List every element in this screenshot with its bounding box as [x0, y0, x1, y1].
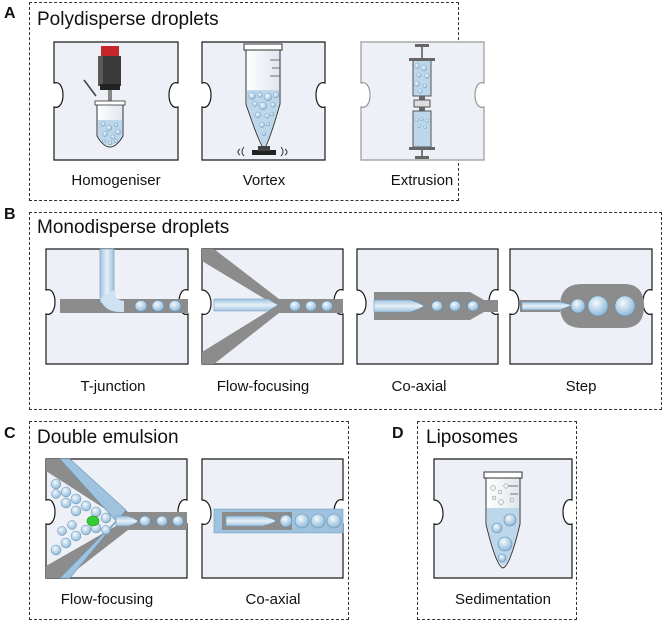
- label-homogeniser: Homogeniser: [71, 172, 161, 189]
- panel-c-title: Double emulsion: [37, 427, 179, 448]
- label-sedimentation: Sedimentation: [455, 591, 551, 608]
- sedimentation-tube: [483, 471, 523, 569]
- panel-d-title: Liposomes: [426, 427, 518, 448]
- panel-letter-c: C: [4, 425, 16, 442]
- label-t-junction: T-junction: [80, 378, 146, 395]
- tile-double-emulsion-flow-focusing: [45, 458, 188, 579]
- label-flow-focusing: Flow-focusing: [216, 378, 310, 395]
- panel-c-box: [29, 421, 349, 620]
- label-double-emulsion-flow-focusing: Flow-focusing: [60, 591, 154, 608]
- label-step: Step: [565, 378, 597, 395]
- homogeniser-device: [83, 46, 126, 148]
- panel-letter-a: A: [4, 5, 16, 22]
- tile-t-junction: [45, 248, 189, 365]
- label-vortex: Vortex: [242, 172, 286, 189]
- label-co-axial: Co-axial: [391, 378, 447, 395]
- tile-co-axial: [356, 248, 499, 365]
- label-double-emulsion-co-axial: Co-axial: [245, 591, 301, 608]
- panel-letter-b: B: [4, 206, 16, 223]
- panel-b-box: [29, 212, 662, 410]
- panel-d-box: [417, 421, 577, 620]
- tile-step: [509, 248, 653, 365]
- panel-letter-d: D: [392, 425, 404, 442]
- tile-double-emulsion-co-axial: [201, 458, 344, 579]
- label-extrusion: Extrusion: [390, 172, 454, 189]
- tile-flow-focusing: [201, 248, 344, 365]
- panel-a-title: Polydisperse droplets: [37, 9, 219, 30]
- extrusion-syringes: [409, 44, 435, 159]
- vortex-tube: [237, 43, 288, 157]
- panel-b-title: Monodisperse droplets: [37, 217, 230, 238]
